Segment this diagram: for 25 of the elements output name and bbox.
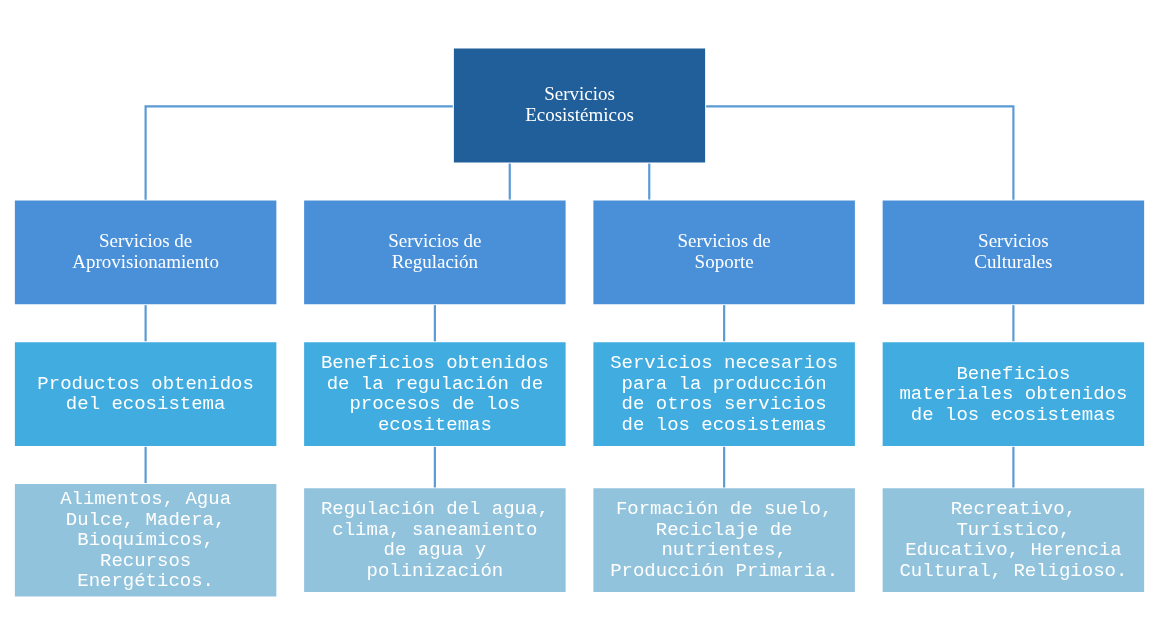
node-box: Recreativo, Turístico, Educativo, Herencia Cultural, Religioso. — [881, 486, 1146, 593]
node-box: Regulación del agua, clima, saneamiento de agua y polinización — [302, 486, 568, 593]
connector — [723, 446, 726, 487]
connector — [1012, 304, 1015, 341]
connector — [508, 163, 511, 200]
connector — [433, 446, 436, 487]
node-box: Servicios Culturales — [881, 198, 1146, 306]
connector — [144, 104, 453, 200]
node-box: Servicios de Regulación — [302, 198, 568, 306]
node-box: Alimentos, Agua Dulce, Madera, Bioquímicos, Recursos Energéticos. — [13, 481, 278, 598]
connector — [144, 446, 147, 483]
node-box: Servicios de Soporte — [591, 198, 857, 306]
node-box: Beneficios materiales obtenidos de los ecosistemas — [881, 340, 1146, 447]
node-box: Productos obtenidos del ecosistema — [13, 340, 278, 447]
connector — [706, 104, 1015, 200]
connector — [1012, 446, 1015, 487]
connector — [144, 304, 147, 341]
node-box: Servicios necesarios para la producción de otros servicios de los ecosistemas — [591, 340, 857, 447]
connector — [723, 304, 726, 341]
connector — [433, 304, 436, 341]
node-box: Servicios de Aprovisionamiento — [13, 198, 278, 306]
node-box: Servicios Ecosistémicos — [452, 46, 707, 164]
node-box: Beneficios obtenidos de la regulación de procesos de los ecositemas — [302, 340, 568, 447]
node-box: Formación de suelo, Reciclaje de nutrientes, Producción Primaria. — [591, 486, 857, 593]
connector — [648, 163, 651, 200]
